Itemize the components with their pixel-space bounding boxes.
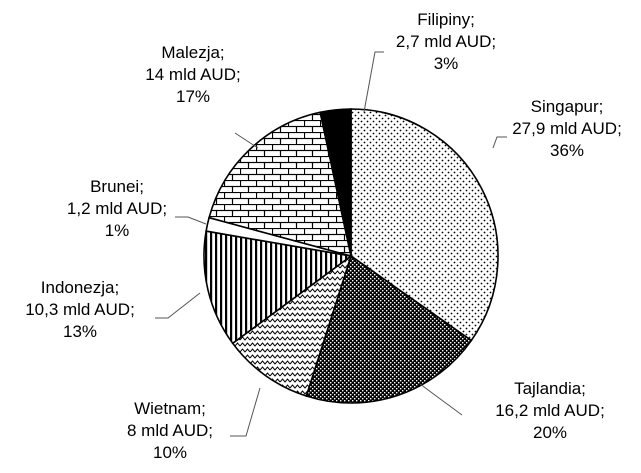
leader-line-filipiny <box>363 51 384 113</box>
slice-label-indonezja: Indonezja; 10,3 mld AUD; 13% <box>25 278 135 341</box>
slice-label-singapur: Singapur; 27,9 mld AUD; 36% <box>512 97 622 160</box>
slice-value: 8 mld AUD; <box>127 421 213 440</box>
slice-percent: 10% <box>153 443 187 462</box>
pie-slice-singapur <box>350 108 499 342</box>
slice-value: 10,3 mld AUD; <box>25 300 135 319</box>
pie-slice-filipiny <box>319 108 352 257</box>
slice-value: 2,7 mld AUD; <box>396 32 496 51</box>
slice-value: 1,2 mld AUD; <box>67 199 167 218</box>
slice-percent: 20% <box>533 423 567 442</box>
slice-label-brunei: Brunei; 1,2 mld AUD; 1% <box>67 177 167 240</box>
slice-value: 27,9 mld AUD; <box>512 119 622 138</box>
slice-value: 14 mld AUD; <box>145 65 240 84</box>
leader-line-brunei <box>175 216 207 225</box>
slice-label-tajlandia: Tajlandia; 16,2 mld AUD; 20% <box>495 379 605 442</box>
slice-percent: 17% <box>176 87 210 106</box>
leader-lines <box>155 51 507 437</box>
leader-line-wietnam <box>230 387 261 437</box>
slice-name: Malezja; <box>161 43 224 62</box>
pie-slice-tajlandia <box>305 254 473 404</box>
slice-percent: 3% <box>434 54 459 73</box>
slice-label-malezja: Malezja; 14 mld AUD; 17% <box>145 43 240 106</box>
slice-name: Wietnam; <box>134 399 206 418</box>
slice-label-filipiny: Filipiny; 2,7 mld AUD; 3% <box>396 10 496 73</box>
pie-slice-wietnam <box>231 253 353 398</box>
slice-percent: 1% <box>105 221 130 240</box>
leader-line-tajlandia <box>419 383 463 416</box>
leader-line-singapur <box>492 136 507 149</box>
slice-labels: Singapur; 27,9 mld AUD; 36% Tajlandia; 16,2 … <box>25 10 622 462</box>
slice-percent: 36% <box>550 141 584 160</box>
slice-name: Tajlandia; <box>514 379 586 398</box>
slice-name: Filipiny; <box>417 10 475 29</box>
leader-line-malezja <box>234 132 259 149</box>
slice-label-wietnam: Wietnam; 8 mld AUD; 10% <box>127 399 213 462</box>
pie-slice-indonezja <box>203 230 353 345</box>
pie-slice-malezja <box>208 111 353 258</box>
slice-value: 16,2 mld AUD; <box>495 401 605 420</box>
slice-percent: 13% <box>63 322 97 341</box>
slice-name: Indonezja; <box>41 278 119 297</box>
pie-slices <box>203 108 499 404</box>
slice-name: Singapur; <box>531 97 604 116</box>
leader-line-indonezja <box>155 292 201 319</box>
slice-name: Brunei; <box>90 177 144 196</box>
